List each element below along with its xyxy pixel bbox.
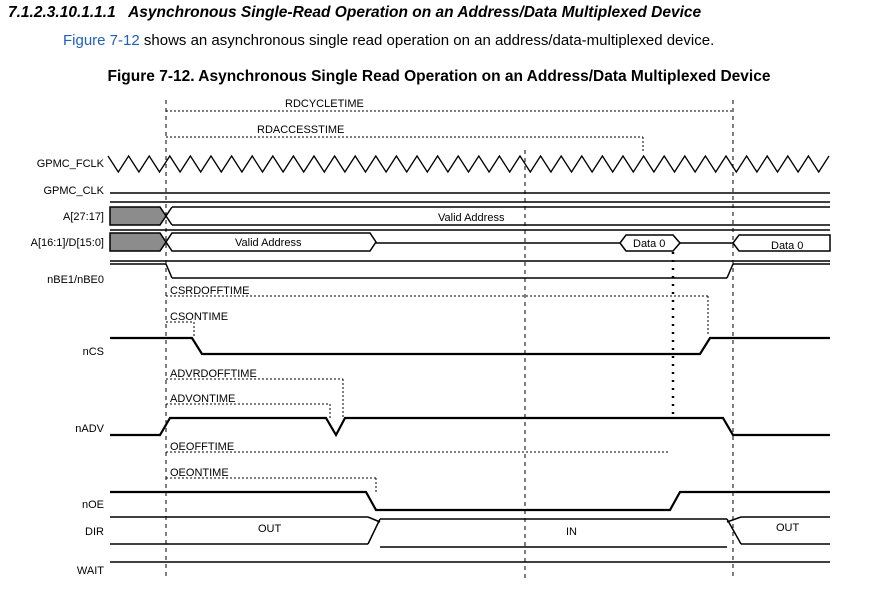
value-data0-a: Data 0 [633, 238, 665, 250]
signal-clk: GPMC_CLK [43, 185, 104, 197]
intro-paragraph: Figure 7-12 shows an asynchronous single… [63, 32, 714, 49]
addr-lo-bus [109, 232, 831, 252]
label-rdaccesstime: RDACCESSTIME [257, 124, 344, 136]
label-csrdofftime: CSRDOFFTIME [170, 285, 249, 297]
label-rdcycletime: RDCYCLETIME [285, 98, 364, 110]
label-advrdofftime: ADVRDOFFTIME [170, 368, 257, 380]
nadv-waveform [110, 416, 830, 438]
noe-waveform [110, 490, 830, 512]
dir-waveform [110, 516, 830, 548]
signal-nadv: nADV [75, 423, 104, 435]
signal-wait: WAIT [77, 565, 104, 577]
nbe-waveform [110, 260, 830, 279]
label-csontime: CSONTIME [170, 311, 228, 323]
signal-fclk: GPMC_FCLK [37, 158, 105, 170]
addr-hi-bus [109, 201, 830, 231]
reference-lines [165, 100, 734, 578]
intro-text: shows an asynchronous single read operat… [139, 32, 715, 49]
figure-caption: Figure 7-12. Asynchronous Single Read Op… [107, 68, 771, 85]
value-dir-out-1: OUT [258, 523, 282, 535]
label-oeontime: OEONTIME [170, 467, 229, 479]
signal-addr-lo: A[16:1]/D[15:0] [31, 237, 104, 249]
fclk-waveform [107, 154, 830, 174]
signal-addr-hi: A[27:17] [63, 211, 104, 223]
section-number: 7.1.2.3.10.1.1.1 [8, 4, 116, 21]
signal-dir: DIR [85, 526, 104, 538]
section-heading: 7.1.2.3.10.1.1.1 Asynchronous Single-Rea… [8, 4, 701, 22]
value-valid-address-lo: Valid Address [235, 237, 302, 249]
signal-ncs: nCS [83, 346, 104, 358]
timing-brackets [166, 110, 733, 492]
signal-nbe: nBE1/nBE0 [47, 274, 104, 286]
section-title: Asynchronous Single-Read Operation on an… [128, 4, 702, 21]
figure-link[interactable]: Figure 7-12 [63, 32, 140, 49]
label-oeofftime: OEOFFTIME [170, 441, 234, 453]
value-data0-b: Data 0 [771, 240, 803, 252]
value-dir-out-2: OUT [776, 522, 800, 534]
value-valid-address-hi: Valid Address [438, 212, 505, 224]
signal-noe: nOE [82, 499, 104, 511]
ncs-waveform [110, 336, 830, 356]
value-dir-in: IN [566, 526, 577, 538]
label-advontime: ADVONTIME [170, 393, 235, 405]
